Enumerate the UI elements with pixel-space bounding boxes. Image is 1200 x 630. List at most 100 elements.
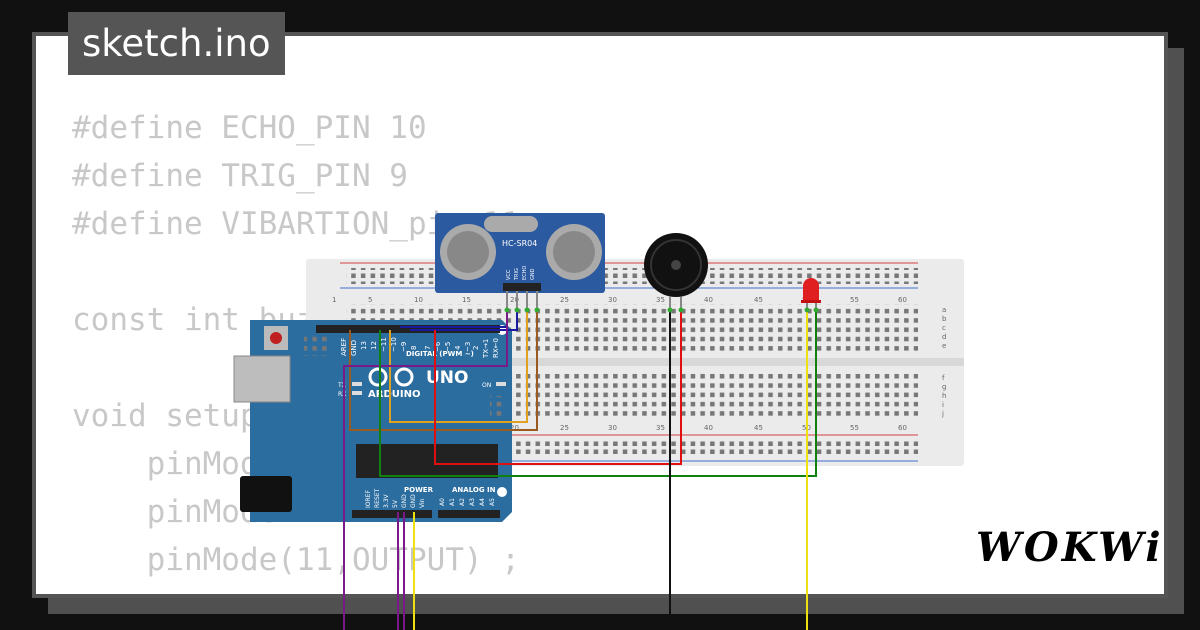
transducer-mesh <box>447 231 489 273</box>
buzzer-ring <box>650 239 702 291</box>
pin-label: ~3 <box>464 342 472 352</box>
row-letter: a <box>942 306 946 314</box>
on-led <box>496 382 506 386</box>
aref-label: AREF <box>340 338 348 356</box>
tx-led <box>352 382 362 386</box>
sensor-pin-header <box>503 283 541 291</box>
breadboard: 1 5 10 15 20 25 30 35 40 45 50 55 60 20 … <box>306 259 964 466</box>
pin-label: ~11 <box>380 337 388 352</box>
row-letter: d <box>942 333 946 341</box>
analog-pin-label: A2 <box>459 498 466 506</box>
wire-orange <box>389 310 528 423</box>
column-number: 30 <box>608 296 617 304</box>
analog-pin-label: A1 <box>449 498 456 506</box>
pin-label: ~5 <box>444 342 452 352</box>
pin-label: 13 <box>360 341 368 350</box>
analog-header <box>438 510 500 518</box>
row-letter: j <box>941 410 944 418</box>
analog-pin-label: A5 <box>489 498 496 506</box>
tx-led-label: TX <box>337 382 346 389</box>
usb-port <box>233 355 291 403</box>
column-number: 60 <box>898 424 907 432</box>
pin-label: TX→1 <box>482 339 490 359</box>
power-jack <box>240 476 292 512</box>
column-number: 10 <box>414 296 423 304</box>
row-letter: f <box>942 374 945 382</box>
power-pin-label: GND <box>410 494 417 508</box>
column-number: 25 <box>560 296 569 304</box>
code-line: #define TRIG_PIN 9 <box>72 158 408 194</box>
column-number: 60 <box>898 296 907 304</box>
column-number: 40 <box>704 296 713 304</box>
column-number: 20 <box>510 424 519 432</box>
column-number: 1 <box>332 296 336 304</box>
code-line: pinMode(11,OUTPUT) ; <box>72 542 520 578</box>
arduino-label: ARDUINO <box>368 389 420 400</box>
column-number: 40 <box>704 424 713 432</box>
reset-button-cap[interactable] <box>270 332 282 344</box>
power-pin-label: GND <box>401 494 408 508</box>
sensor-pin-label: VCC <box>506 269 512 280</box>
file-title: sketch.ino <box>68 12 285 75</box>
column-number: 35 <box>656 296 665 304</box>
transducer-mesh <box>553 231 595 273</box>
uno-label: UNO <box>426 368 468 388</box>
wire-red <box>434 310 682 465</box>
icsp-header-2 <box>490 396 506 416</box>
row-letter: b <box>942 315 947 323</box>
power-pin-label: IOREF <box>365 490 372 508</box>
sensor-crystal <box>484 216 538 232</box>
pin-label: RX←0 <box>492 338 500 358</box>
power-pin-label: 3.3V <box>383 493 390 508</box>
pin-label: 12 <box>370 341 378 350</box>
buzzer-hole <box>671 260 681 270</box>
pin-label: ~6 <box>434 341 442 352</box>
power-label: POWER <box>404 486 434 494</box>
power-header <box>352 510 432 518</box>
row-letter: h <box>942 392 946 400</box>
sensor-pin-label: TRIG <box>514 268 520 281</box>
wokwi-logo: WOKWi <box>976 524 1164 571</box>
column-number: 45 <box>754 296 763 304</box>
pin-label: 4 <box>454 345 462 350</box>
row-letter: g <box>942 383 946 391</box>
rx-led <box>352 391 362 395</box>
ultrasonic-sensor[interactable]: HC-SR04 VCC TRIG ECHO GND <box>435 213 605 308</box>
on-led-label: ON <box>482 382 491 389</box>
analog-pin-label: A4 <box>479 498 486 506</box>
column-number: 20 <box>510 296 519 304</box>
atmega-chip <box>356 444 498 478</box>
wire-blue <box>410 308 518 331</box>
row-letter: e <box>942 342 946 350</box>
arduino-infinity-logo <box>368 367 414 387</box>
power-pin-label: Vin <box>419 498 426 508</box>
pin-label: ~10 <box>390 337 398 352</box>
sensor-pin-label: ECHO <box>522 266 528 280</box>
rx-led-label: RX <box>338 391 346 398</box>
analog-label: ANALOG IN <box>452 486 496 494</box>
wire-brown <box>349 310 538 431</box>
column-number: 15 <box>462 296 471 304</box>
pin-label: 7 <box>424 346 432 350</box>
analog-pin-label: A0 <box>439 498 446 506</box>
led-dome <box>803 278 819 302</box>
column-number: 55 <box>850 296 859 304</box>
wire-endpoints <box>504 307 819 313</box>
icsp-header <box>304 336 330 356</box>
power-pin-label: 5V <box>392 499 399 508</box>
code-line: void setup <box>72 398 259 434</box>
power-pin-label: RESET <box>374 488 381 508</box>
pin-label: 2 <box>472 346 480 350</box>
digital-label: DIGITAL (PWM ~) <box>406 350 474 358</box>
column-number: 5 <box>368 296 372 304</box>
digital-header <box>316 325 500 333</box>
sensor-model-label: HC-SR04 <box>502 239 537 248</box>
wires <box>343 308 817 630</box>
led-rim <box>801 300 821 303</box>
column-number: 55 <box>850 424 859 432</box>
mount-hole <box>497 487 507 497</box>
code-line: #define ECHO_PIN 10 <box>72 110 427 146</box>
column-number: 45 <box>754 424 763 432</box>
pin-label: 8 <box>410 346 418 350</box>
